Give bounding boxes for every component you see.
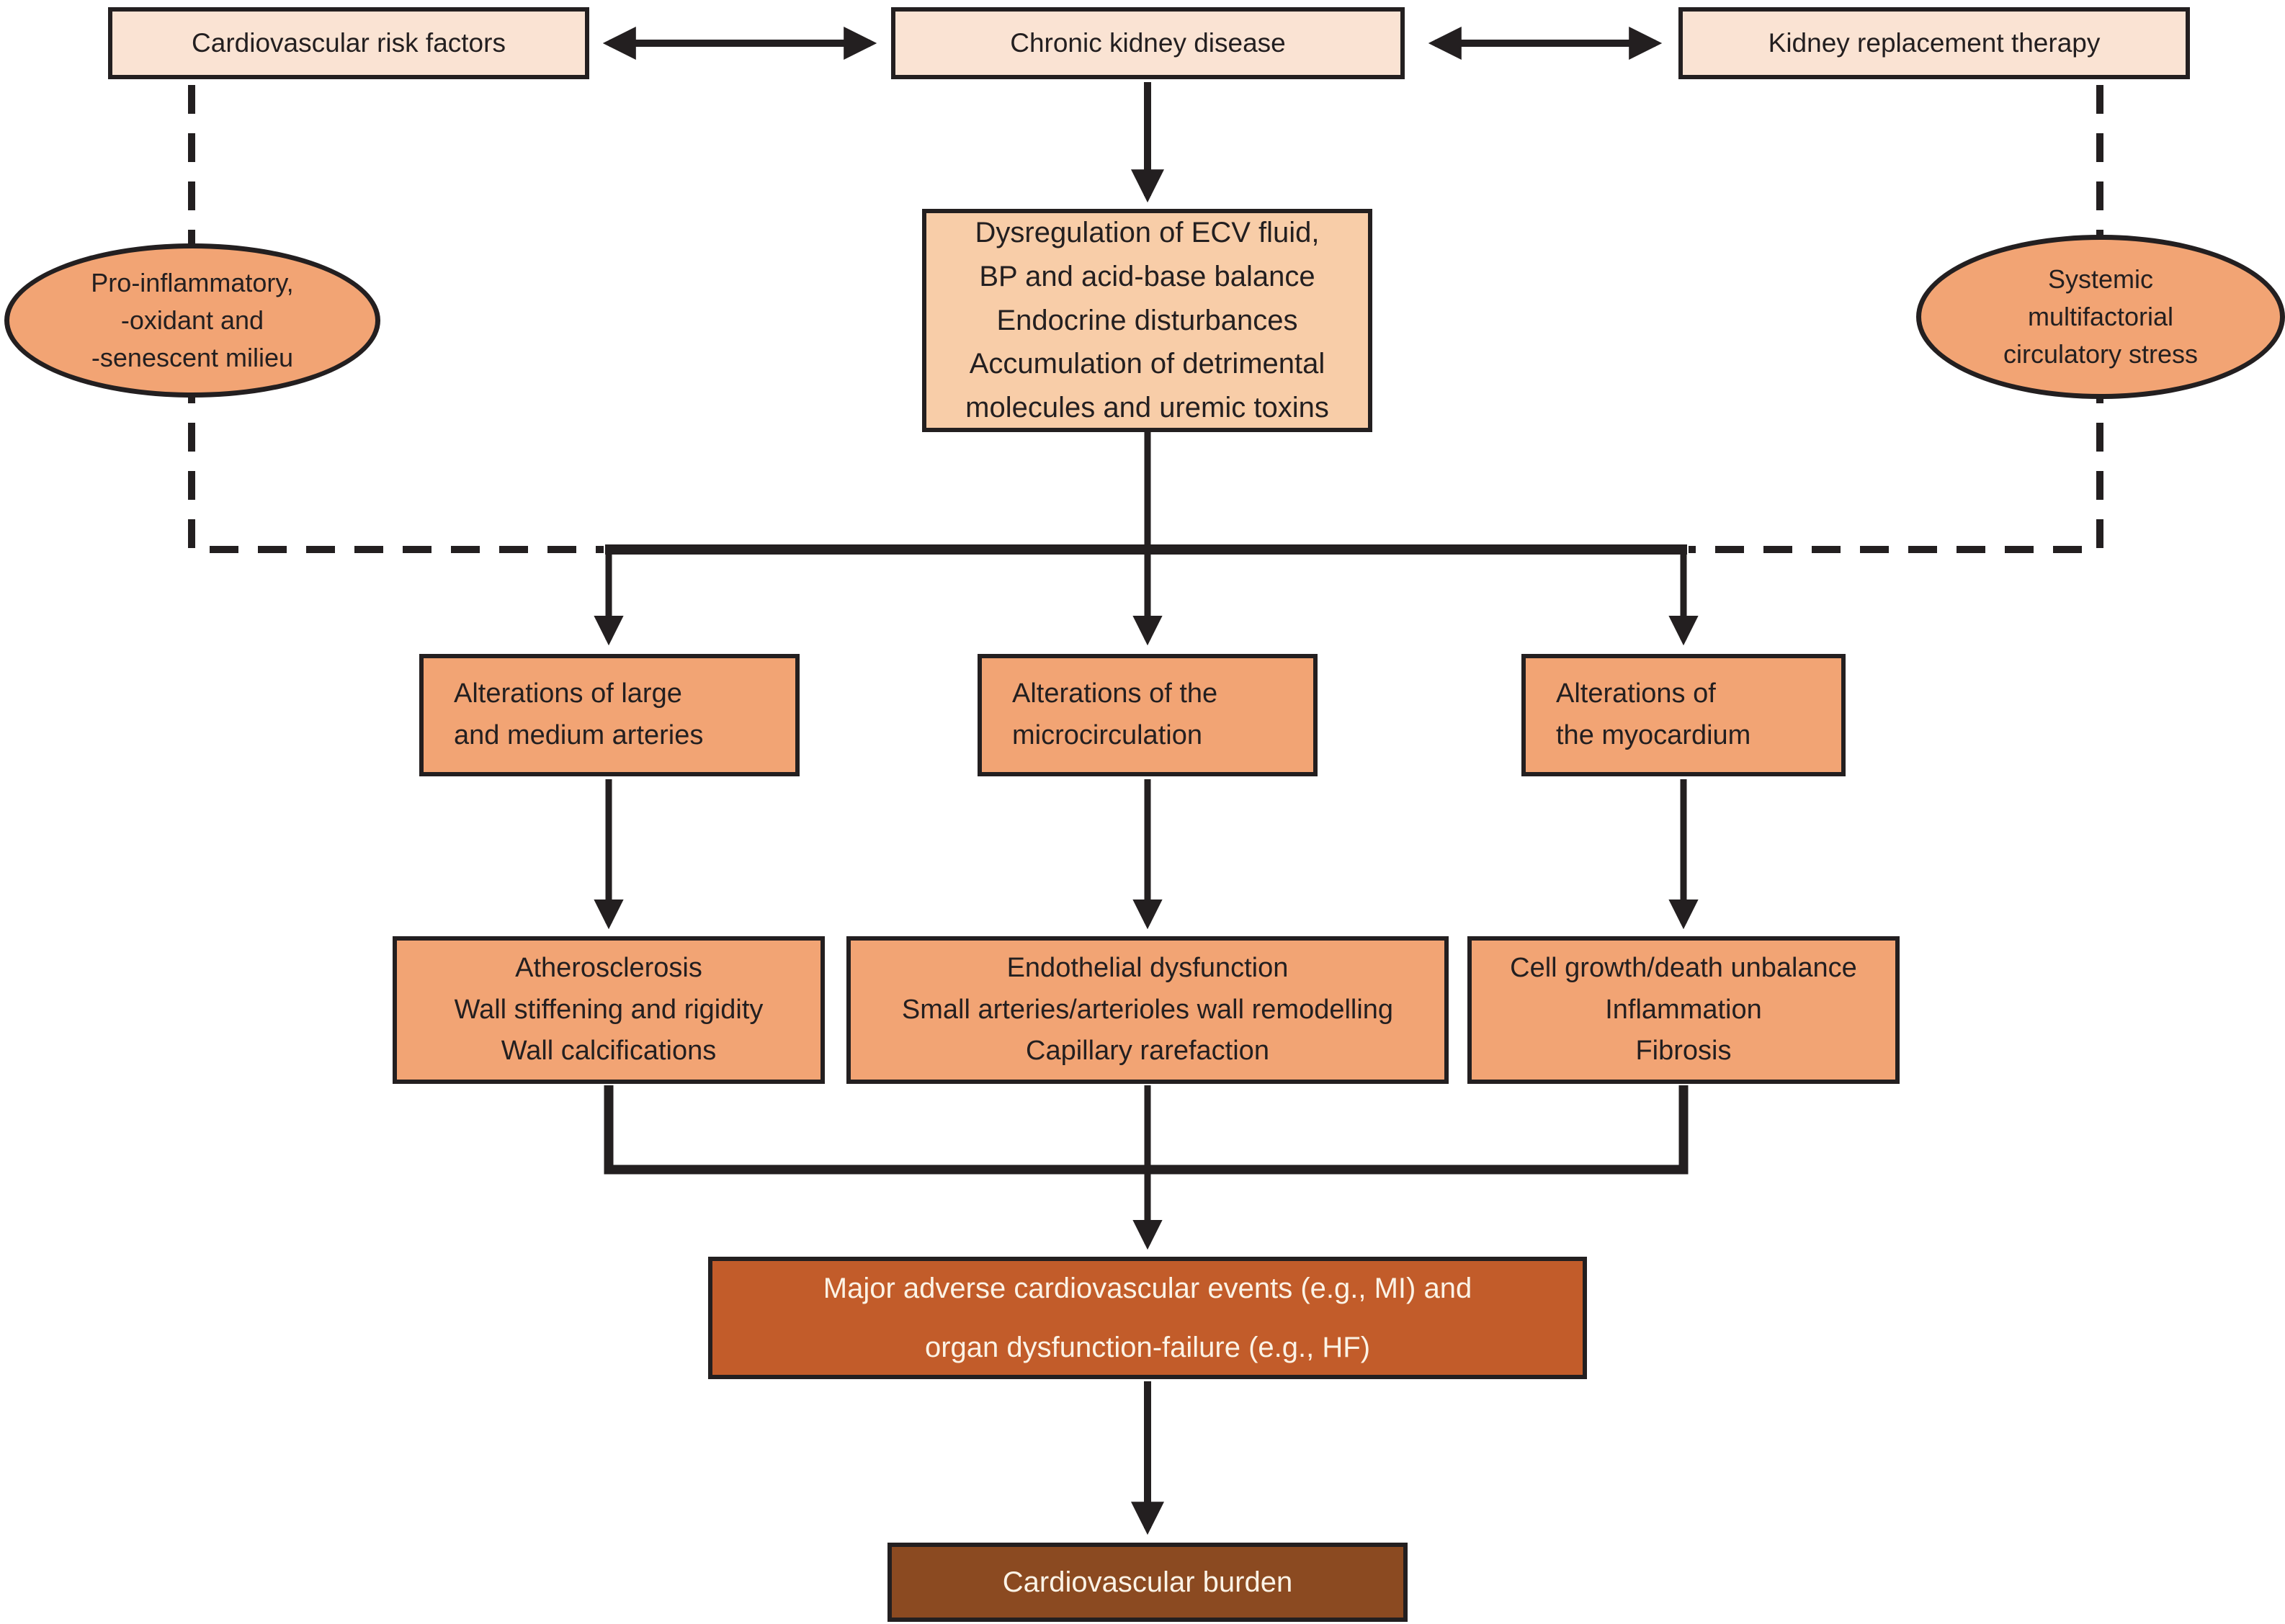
- node-endothelial-dysfunction-group: Endothelial dysfunction Small arteries/a…: [846, 936, 1449, 1084]
- node-kidney-replacement-therapy: Kidney replacement therapy: [1678, 7, 2190, 79]
- node-systemic-circulatory-stress: Systemic multifactorial circulatory stre…: [1916, 235, 2285, 399]
- node-alterations-microcirculation: Alterations of the microcirculation: [978, 654, 1318, 776]
- node-alterations-large-arteries: Alterations of large and medium arteries: [419, 654, 800, 776]
- node-atherosclerosis-group: Atherosclerosis Wall stiffening and rigi…: [393, 936, 825, 1084]
- node-cardiovascular-burden: Cardiovascular burden: [887, 1543, 1408, 1622]
- node-cell-growth-group: Cell growth/death unbalance Inflammation…: [1467, 936, 1900, 1084]
- node-major-adverse-events: Major adverse cardiovascular events (e.g…: [708, 1257, 1587, 1379]
- node-chronic-kidney-disease: Chronic kidney disease: [891, 7, 1405, 79]
- node-alterations-myocardium: Alterations of the myocardium: [1521, 654, 1846, 776]
- node-dysregulation: Dysregulation of ECV fluid, BP and acid-…: [922, 209, 1372, 432]
- node-cardiovascular-risk-factors: Cardiovascular risk factors: [108, 7, 589, 79]
- dashed-connector-left: [188, 85, 604, 553]
- node-proinflammatory-milieu: Pro-inflammatory, -oxidant and -senescen…: [4, 243, 380, 398]
